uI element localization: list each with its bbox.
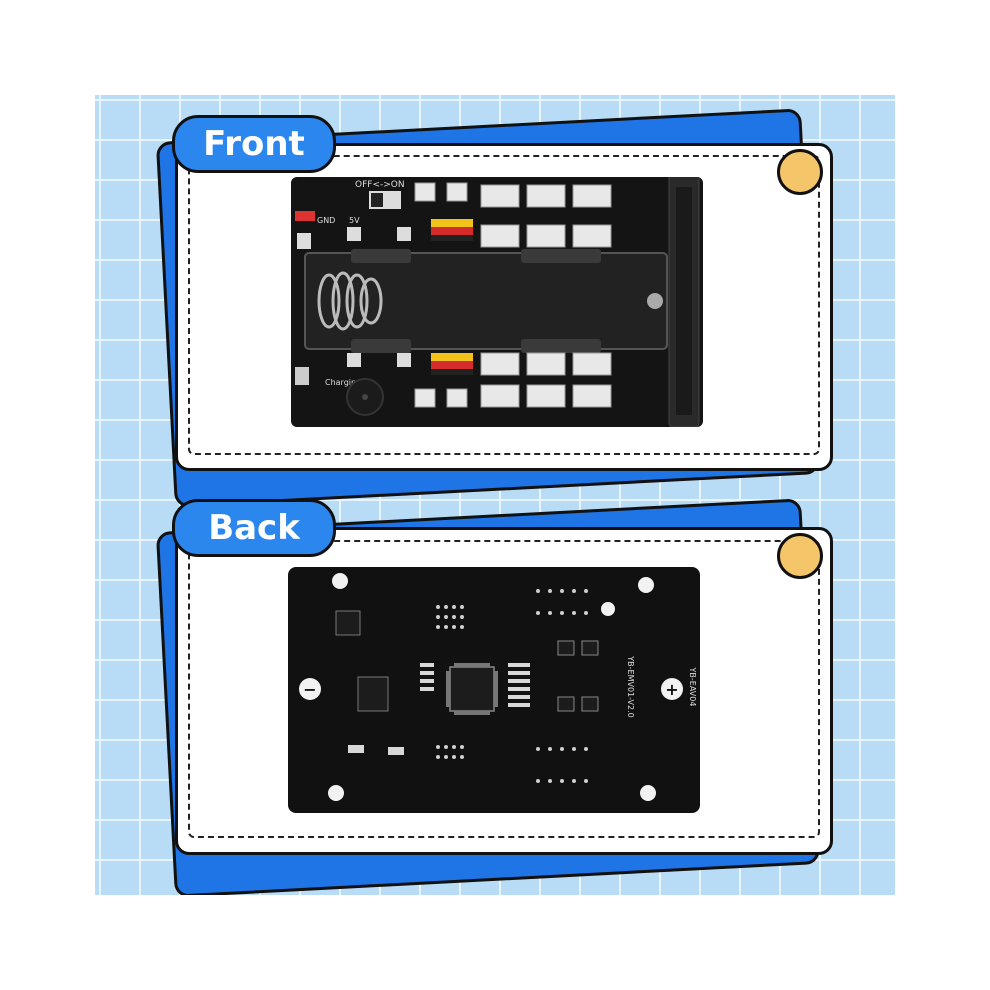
front-dot bbox=[777, 149, 823, 195]
front-label: Front bbox=[172, 115, 336, 173]
front-switch-label: OFF<->ON bbox=[355, 180, 405, 190]
back-minus-symbol: − bbox=[303, 680, 316, 699]
front-charging-label: Charging bbox=[325, 378, 361, 387]
grid-background: Front OFF<->ON GND 5V Charging bbox=[95, 95, 895, 895]
front-pcb-board: OFF<->ON GND 5V Charging bbox=[291, 177, 703, 427]
back-version-label: YB-EMV01-V2.0 bbox=[626, 655, 635, 717]
back-model-label: YB-EAV04 bbox=[688, 667, 697, 707]
back-pcb-board: − + bbox=[288, 567, 700, 813]
front-gnd-label: GND bbox=[317, 216, 335, 225]
back-plus-symbol: + bbox=[665, 680, 678, 699]
back-label: Back bbox=[172, 499, 336, 557]
back-dot bbox=[777, 533, 823, 579]
front-5v-label: 5V bbox=[349, 216, 360, 225]
back-dashed-frame bbox=[188, 540, 820, 838]
front-dashed-frame bbox=[188, 155, 820, 455]
